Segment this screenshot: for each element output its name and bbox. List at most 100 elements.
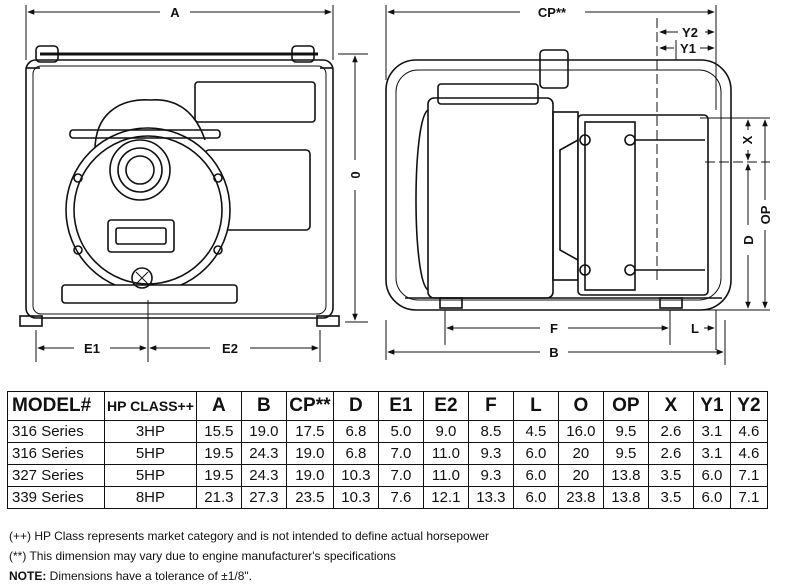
note-tolerance-text: Dimensions have a tolerance of ±1/8". xyxy=(46,569,252,583)
col-header-cp: CP** xyxy=(285,391,334,421)
pump-dimension-drawing: A E1 E2 0 xyxy=(19,5,773,365)
dim-label-l: L xyxy=(691,321,699,336)
table-cell: 7.6 xyxy=(377,486,424,509)
table-cell: 19.0 xyxy=(285,464,334,487)
table-cell: 6.0 xyxy=(512,442,559,465)
table-cell: 21.3 xyxy=(195,486,242,509)
col-header-e2: E2 xyxy=(422,391,469,421)
table-cell: 3.1 xyxy=(692,420,731,443)
table-cell: 19.5 xyxy=(195,464,242,487)
table-cell: 13.8 xyxy=(602,486,649,509)
table-cell: 23.5 xyxy=(285,486,334,509)
note-hp-class: (++) HP Class represents market category… xyxy=(9,529,490,543)
side-dimension-lines xyxy=(385,9,770,365)
table-cell: 15.5 xyxy=(195,420,242,443)
note-tolerance-label: NOTE: xyxy=(9,569,47,583)
table-cell: 9.3 xyxy=(467,464,514,487)
table-cell: 4.6 xyxy=(729,420,768,443)
col-header-y1: Y1 xyxy=(692,391,731,421)
table-cell: 6.0 xyxy=(512,486,559,509)
dim-label-f: F xyxy=(550,321,558,336)
cell-model: 316 Series xyxy=(7,420,105,443)
side-view xyxy=(385,5,732,311)
col-header-a: A xyxy=(195,391,242,421)
table-cell: 10.3 xyxy=(332,486,379,509)
table-cell: 9.5 xyxy=(602,420,649,443)
cell-model: 327 Series xyxy=(7,464,105,487)
table-cell: 5HP xyxy=(104,442,197,465)
table-cell: 5.0 xyxy=(377,420,424,443)
table-cell: 2.6 xyxy=(647,420,694,443)
table-cell: 2.6 xyxy=(647,442,694,465)
table-cell: 7.1 xyxy=(729,464,768,487)
col-header-l: L xyxy=(512,391,559,421)
table-cell: 6.0 xyxy=(692,464,731,487)
col-header-op: OP xyxy=(602,391,649,421)
col-header-model: MODEL# xyxy=(7,391,105,421)
cell-model: 316 Series xyxy=(7,442,105,465)
table-cell: 4.6 xyxy=(729,442,768,465)
table-cell: 16.0 xyxy=(557,420,604,443)
dimension-spec-table: MODEL# HP CLASS++ A B CP** D E1 E2 F L O… xyxy=(7,391,768,509)
col-header-d: D xyxy=(332,391,379,421)
note-tolerance: NOTE: Dimensions have a tolerance of ±1/… xyxy=(9,569,252,583)
table-cell: 6.8 xyxy=(332,420,379,443)
table-cell: 13.3 xyxy=(467,486,514,509)
table-cell: 24.3 xyxy=(240,464,287,487)
col-header-y2: Y2 xyxy=(729,391,768,421)
table-cell: 8.5 xyxy=(467,420,514,443)
table-cell: 27.3 xyxy=(240,486,287,509)
dim-label-o: 0 xyxy=(348,171,363,178)
table-cell: 11.0 xyxy=(422,464,469,487)
table-cell: 5HP xyxy=(104,464,197,487)
col-header-hp-class: HP CLASS++ xyxy=(104,391,197,421)
table-cell: 17.5 xyxy=(285,420,334,443)
table-cell: 19.0 xyxy=(285,442,334,465)
col-header-b: B xyxy=(240,391,287,421)
col-header-x: X xyxy=(647,391,694,421)
table-cell: 3.5 xyxy=(647,486,694,509)
dim-label-cp: CP** xyxy=(538,5,567,20)
table-cell: 7.0 xyxy=(377,442,424,465)
dim-label-op: OP xyxy=(758,205,773,224)
table-cell: 20 xyxy=(557,464,604,487)
table-cell: 3HP xyxy=(104,420,197,443)
dim-label-e1: E1 xyxy=(84,341,100,356)
table-header-row: MODEL# HP CLASS++ A B CP** D E1 E2 F L O… xyxy=(7,391,768,421)
table-cell: 3.5 xyxy=(647,464,694,487)
col-header-e1: E1 xyxy=(377,391,424,421)
note-cp: (**) This dimension may vary due to engi… xyxy=(9,549,396,563)
cell-model: 339 Series xyxy=(7,486,105,509)
table-cell: 3.1 xyxy=(692,442,731,465)
col-header-o: O xyxy=(557,391,604,421)
table-cell: 24.3 xyxy=(240,442,287,465)
dim-label-y2: Y2 xyxy=(682,25,698,40)
table-cell: 11.0 xyxy=(422,442,469,465)
table-cell: 19.0 xyxy=(240,420,287,443)
table-cell: 9.5 xyxy=(602,442,649,465)
table-cell: 6.0 xyxy=(692,486,731,509)
front-view xyxy=(19,5,340,327)
table-cell: 7.1 xyxy=(729,486,768,509)
dim-label-d: D xyxy=(741,235,756,244)
table-cell: 20 xyxy=(557,442,604,465)
table-cell: 7.0 xyxy=(377,464,424,487)
dim-label-e2: E2 xyxy=(222,341,238,356)
dim-label-a: A xyxy=(170,5,180,20)
dim-label-b: B xyxy=(549,345,558,360)
table-cell: 13.8 xyxy=(602,464,649,487)
table-cell: 8HP xyxy=(104,486,197,509)
o-dimension-line xyxy=(338,53,368,323)
dim-label-y1: Y1 xyxy=(680,41,696,56)
table-cell: 9.3 xyxy=(467,442,514,465)
table-cell: 9.0 xyxy=(422,420,469,443)
table-cell: 19.5 xyxy=(195,442,242,465)
front-dimension-lines xyxy=(27,9,332,362)
table-cell: 23.8 xyxy=(557,486,604,509)
col-header-f: F xyxy=(467,391,514,421)
